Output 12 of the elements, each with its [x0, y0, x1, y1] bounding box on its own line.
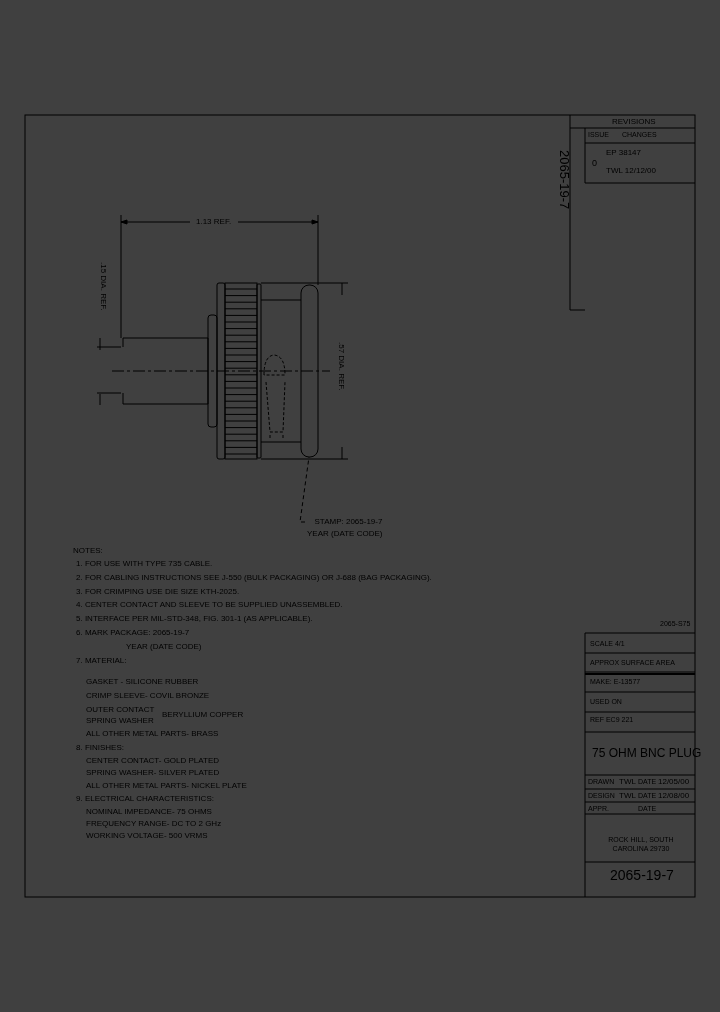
- leader-line: [299, 456, 310, 523]
- title-block-text: 12/05/00: [658, 777, 690, 787]
- notes-heading: NOTES:: [73, 546, 103, 556]
- title-block-text: 12/08/00: [658, 791, 690, 801]
- vertical-dimension-text: .15 DIA. REF.: [98, 262, 108, 311]
- part-title: 75 OHM BNC PLUG: [592, 746, 702, 761]
- title-block-text: TWL: [619, 791, 636, 801]
- vertical-drawing-number: 2065-19-7: [556, 150, 572, 210]
- title-block-text: TWL: [619, 777, 636, 787]
- coupling-ring: [300, 284, 319, 458]
- revision-text: TWL 12/12/00: [606, 166, 656, 176]
- drawing-number: 2065-19-7: [610, 867, 674, 885]
